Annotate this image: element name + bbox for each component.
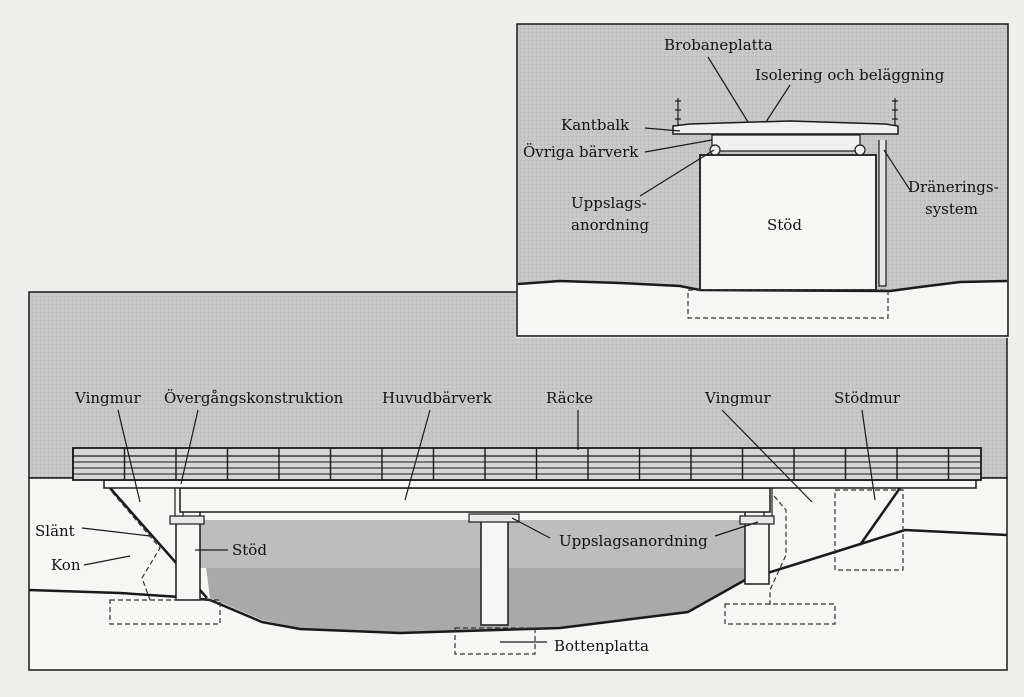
label-support: Stöd [232, 541, 267, 559]
label-transition: Övergångskonstruktion [164, 389, 344, 407]
label-cone: Kon [51, 556, 81, 574]
label-bearing-line2: anordning [571, 216, 650, 234]
main-girder [179, 487, 771, 513]
right-abutment-dashed [768, 489, 787, 605]
label-wing-wall-right: Vingmur [704, 389, 772, 407]
deck-slab [103, 479, 977, 489]
elevation-leaders [81, 409, 876, 643]
bearing-right [854, 144, 866, 156]
right-cone [858, 487, 902, 546]
label-slope: Slänt [35, 522, 75, 540]
water-upper-shade [200, 520, 745, 568]
bottom-slab-dashed [454, 627, 536, 655]
right-footing-dashed [724, 603, 836, 625]
bearing-left [709, 144, 721, 156]
cross-section-girders [711, 134, 861, 152]
cross-section-deck [672, 120, 899, 135]
cross-section-pier [699, 154, 877, 291]
label-deck-slab: Brobaneplatta [664, 36, 773, 54]
cross-section-foundation [687, 289, 889, 319]
right-bearing [739, 515, 775, 525]
cross-section-ground [518, 281, 1007, 335]
label-bearing-line1: Uppslags- [571, 194, 647, 212]
label-drainage-line2: system [925, 200, 978, 218]
label-other-structure: Övriga bärverk [523, 143, 639, 161]
label-main-structure: Huvudbärverk [382, 389, 493, 407]
cross-section-leaders [639, 56, 911, 197]
label-edge-beam: Kantbalk [561, 116, 630, 134]
label-bottom-slab: Bottenplatta [554, 637, 649, 655]
label-retaining-wall: Stödmur [834, 389, 901, 407]
label-wing-wall-left: Vingmur [74, 389, 142, 407]
middle-pier [480, 520, 509, 626]
elevation-panel: Vingmur Övergångskonstruktion Huvudbärve… [28, 291, 1008, 671]
drainage-pipe [878, 140, 887, 287]
retaining-wall-dashed [834, 489, 904, 571]
railing [72, 447, 982, 481]
pier-bearing [468, 513, 520, 523]
cross-section-panel: Brobaneplatta Isolering och beläggning K… [516, 23, 1009, 337]
left-footing-dashed [109, 599, 221, 625]
left-bearing [169, 515, 205, 525]
label-insulation: Isolering och beläggning [755, 66, 945, 84]
label-bearing: Uppslagsanordning [559, 532, 708, 550]
left-cone-dashed [111, 491, 161, 601]
label-railing: Räcke [546, 389, 593, 407]
label-cs-support: Stöd [767, 216, 802, 234]
cross-section-railings [675, 98, 898, 126]
label-drainage-line1: Dränerings- [908, 178, 999, 196]
